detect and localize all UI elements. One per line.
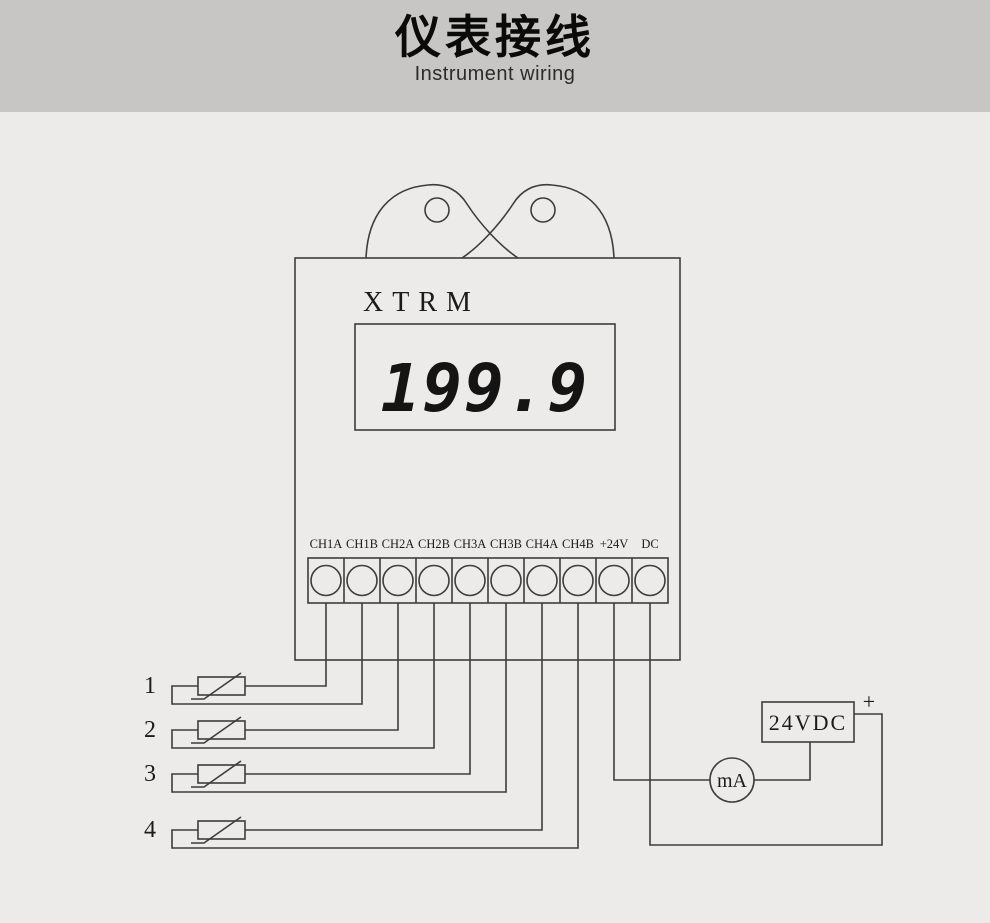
sensor-3-label: 3	[144, 761, 156, 787]
power-supply-box	[761, 701, 855, 743]
terminal-label-ch4a: CH4A	[526, 537, 559, 551]
device-brand: XTRM	[363, 287, 480, 318]
mount-hole-right-icon	[530, 197, 556, 223]
terminal-label-dc: DC	[641, 537, 658, 551]
sensor-2-label: 2	[144, 717, 156, 743]
terminal-dividers	[343, 558, 633, 603]
header: 仪表接线 Instrument wiring	[0, 0, 990, 112]
power-plus-label: +	[863, 689, 875, 714]
mount-hole-left-icon	[424, 197, 450, 223]
page-title: 仪表接线	[395, 11, 595, 63]
terminal-screw-ch1b	[346, 564, 378, 597]
wiring-diagram: XTRM 199.9 CH1A CH1B CH2A CH2B CH3A CH3B…	[144, 183, 883, 849]
terminal-label-ch2a: CH2A	[382, 537, 415, 551]
wire-meter-to-supply	[754, 742, 811, 781]
terminal-screw-ch2b	[418, 564, 450, 597]
terminal-screw-ch3b	[490, 564, 522, 597]
terminal-screw-dc	[634, 564, 666, 597]
terminal-label-ch2b: CH2B	[418, 537, 450, 551]
terminal-label-24v: +24V	[600, 537, 629, 551]
terminal-screw-ch4a	[526, 564, 558, 597]
terminal-label-ch1a: CH1A	[310, 537, 343, 551]
sensor-3-body	[197, 764, 246, 784]
wire-ch2b	[171, 603, 435, 749]
wire-ch3b	[171, 603, 507, 793]
ma-meter-label: mA	[717, 770, 748, 792]
instrument-body	[294, 257, 681, 661]
wire-ch4a	[245, 603, 543, 831]
wire-ch3a	[245, 603, 471, 775]
sensor-1-slash	[191, 672, 242, 700]
display-bezel	[354, 323, 616, 431]
sensor-4-slash	[191, 816, 242, 844]
sensor-3-slash	[191, 760, 242, 788]
wire-ch1b	[171, 603, 363, 705]
sensor-1-body	[197, 676, 246, 696]
page-subtitle: Instrument wiring	[414, 62, 576, 85]
terminal-screw-ch3a	[454, 564, 486, 597]
sensor-2-body	[197, 720, 246, 740]
wire-ch2a	[245, 603, 399, 731]
terminal-label-ch1b: CH1B	[346, 537, 378, 551]
terminal-screw-ch1a	[310, 564, 342, 597]
terminal-screw-ch4b	[562, 564, 594, 597]
terminal-label-ch3b: CH3B	[490, 537, 522, 551]
sensor-4-body	[197, 820, 246, 840]
mount-ear-right	[461, 183, 615, 259]
sensor-1-label: 1	[144, 673, 156, 699]
wire-24v-to-meter	[613, 603, 710, 781]
sensor-2-slash	[191, 716, 242, 744]
power-supply-label: 24VDC	[769, 710, 847, 735]
terminal-screw-24v	[598, 564, 630, 597]
terminal-screw-ch2a	[382, 564, 414, 597]
wire-ch4b	[171, 603, 579, 849]
sensor-4-label: 4	[144, 817, 156, 843]
terminal-label-ch4b: CH4B	[562, 537, 594, 551]
wire-ch1a	[245, 603, 327, 687]
terminal-label-ch3a: CH3A	[454, 537, 487, 551]
display-value: 199.9	[381, 350, 590, 427]
wire-dc-return	[649, 603, 883, 846]
